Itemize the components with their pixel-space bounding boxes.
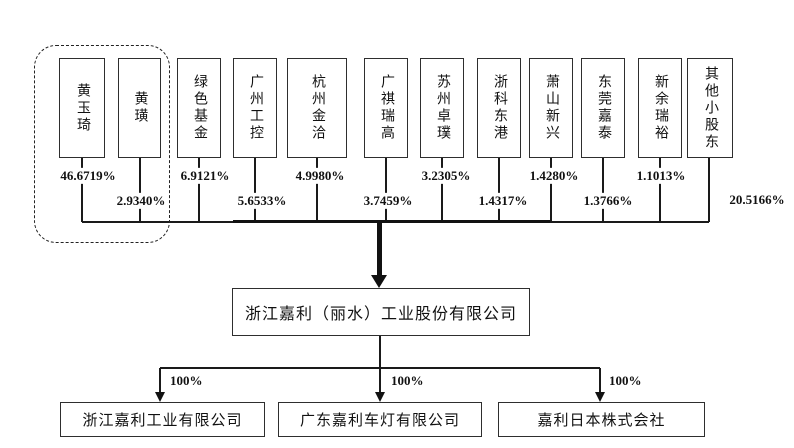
shareholder-percent-label: 3.7459% [361, 192, 415, 210]
shareholder-connector-line-10 [602, 158, 604, 222]
shareholder-name: 苏州卓璞 [435, 74, 450, 142]
shareholder-name: 黄玉琦 [75, 82, 90, 134]
shareholder-connector-line-9 [550, 158, 552, 222]
shareholder-percent-label: 6.9121% [178, 167, 232, 185]
subsidiary-name: 浙江嘉利工业有限公司 [82, 413, 243, 429]
subsidiary-arrow-line-2 [379, 336, 381, 393]
shareholder-box-7: 苏州卓璞 [420, 58, 464, 158]
shareholder-box-6: 广祺瑞高 [364, 58, 408, 158]
shareholder-box-1: 黄玉琦 [59, 58, 105, 158]
shareholder-percent-label: 46.6719% [58, 167, 118, 185]
shareholder-name: 新余瑞裕 [653, 74, 668, 142]
subsidiary-arrow-line-1 [159, 368, 161, 393]
shareholder-percent-label: 1.4280% [527, 167, 581, 185]
shareholder-connector-line-4 [254, 158, 256, 222]
main-arrow-down-icon [371, 275, 387, 288]
shareholder-box-3: 绿色基金 [177, 58, 221, 158]
shareholder-box-5: 杭州金洽 [287, 58, 347, 158]
subsidiary-arrow-line-3 [599, 368, 601, 393]
shareholder-box-2: 黄璜 [118, 58, 161, 158]
shareholder-box-4: 广州工控 [233, 58, 277, 158]
shareholder-name: 绿色基金 [192, 74, 207, 142]
shareholder-percent-label: 1.3766% [581, 192, 635, 210]
shareholder-connector-line-8 [498, 158, 500, 222]
shareholder-bus-line-bold-segment [233, 220, 550, 223]
shareholder-percent-label: 3.2305% [419, 167, 473, 185]
shareholder-percent-label: 5.6533% [235, 192, 289, 210]
shareholder-box-10: 东莞嘉泰 [581, 58, 625, 158]
subsidiary-arrow-down-icon [594, 392, 605, 402]
shareholder-connector-line-11 [659, 158, 661, 222]
shareholder-box-9: 萧山新兴 [529, 58, 573, 158]
shareholder-name: 浙科东港 [492, 74, 507, 142]
subsidiary-box-1: 浙江嘉利工业有限公司 [60, 402, 265, 437]
main-arrow-stem [377, 222, 382, 276]
shareholder-percent-label: 2.9340% [114, 192, 168, 210]
shareholder-connector-line-7 [441, 158, 443, 222]
parent-company-name: 浙江嘉利（丽水）工业股份有限公司 [244, 306, 517, 323]
shareholder-connector-line-6 [385, 158, 387, 222]
shareholder-box-8: 浙科东港 [477, 58, 521, 158]
shareholder-connector-line-5 [316, 158, 318, 222]
shareholder-name: 黄璜 [132, 91, 148, 125]
subsidiary-name: 嘉利日本株式会社 [537, 413, 666, 429]
shareholder-percent-label: 4.9980% [293, 167, 347, 185]
subsidiary-percent-label: 100% [607, 373, 644, 389]
subsidiary-name: 广东嘉利车灯有限公司 [299, 413, 460, 429]
shareholder-box-11: 新余瑞裕 [638, 58, 682, 158]
shareholder-percent-label: 1.1013% [634, 167, 688, 185]
shareholder-percent-label: 20.5166% [727, 191, 787, 209]
subsidiary-arrow-down-icon [154, 392, 165, 402]
shareholder-name: 广州工控 [248, 74, 263, 142]
shareholder-connector-line-3 [198, 158, 200, 222]
shareholder-box-12: 其他小股东 [687, 58, 733, 158]
shareholder-name: 杭州金洽 [310, 74, 325, 142]
shareholder-connector-line-12 [708, 158, 710, 222]
shareholder-name: 萧山新兴 [544, 74, 559, 142]
shareholder-name: 东莞嘉泰 [596, 74, 611, 142]
shareholder-connector-line-2 [139, 158, 141, 222]
subsidiary-arrow-down-icon [374, 392, 385, 402]
actual-controller-group-outline [34, 45, 170, 243]
subsidiary-percent-label: 100% [389, 373, 426, 389]
subsidiary-percent-label: 100% [168, 373, 205, 389]
shareholder-name: 广祺瑞高 [379, 74, 394, 142]
parent-company-box: 浙江嘉利（丽水）工业股份有限公司 [232, 288, 530, 336]
shareholder-connector-line-1 [81, 158, 83, 222]
subsidiary-box-2: 广东嘉利车灯有限公司 [278, 402, 482, 437]
subsidiary-box-3: 嘉利日本株式会社 [498, 402, 705, 437]
shareholder-name: 其他小股东 [703, 65, 718, 151]
shareholder-percent-label: 1.4317% [476, 192, 530, 210]
